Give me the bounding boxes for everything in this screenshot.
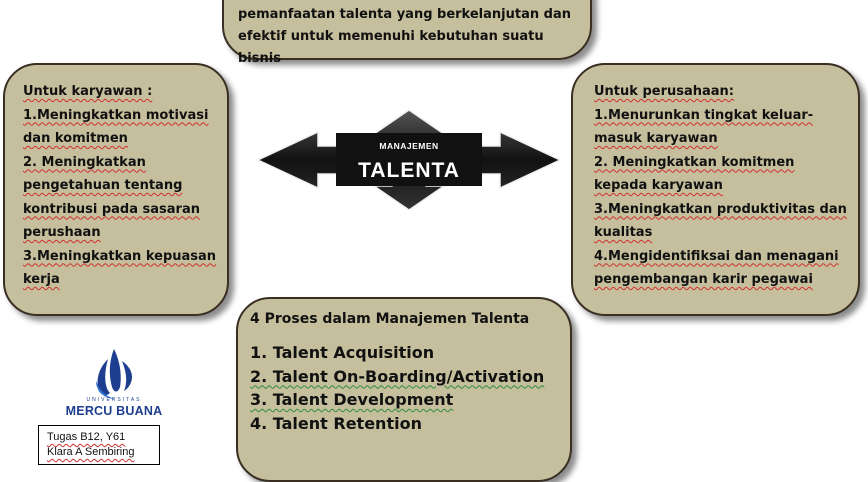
company-benefits-heading: Untuk perusahaan:	[594, 84, 735, 99]
process-item: 1. Talent Acquisition	[250, 343, 435, 362]
employee-benefits-heading: Untuk karyawan :	[23, 84, 153, 99]
process-item: 4. Talent Retention	[250, 413, 422, 433]
process-item: 2. Talent On-Boarding/Activation	[250, 366, 545, 386]
author-note-line-2: Klara A Sembiring	[47, 446, 135, 458]
mercu-buana-logo-icon	[96, 349, 132, 399]
manajemen-label: MANAJEMEN	[379, 141, 438, 151]
manajemen-talenta-arrow-shape: MANAJEMEN TALENTA	[256, 109, 562, 211]
definition-line-2: efektif untuk memenuhi kebutuhan suatu b…	[238, 29, 544, 66]
definition-line-1: pemanfaatan talenta yang berkelanjutan d…	[238, 7, 571, 22]
process-item: 3. Talent Development	[250, 390, 454, 409]
author-note-line-1: Tugas B12, Y61	[47, 431, 126, 443]
company-benefit-item: 4.Mengidentifiksai dan menagani pengemba…	[594, 248, 839, 288]
company-benefits-box: Untuk perusahaan: 1.Menurunkan tingkat k…	[571, 63, 860, 316]
talenta-label: TALENTA	[358, 159, 460, 182]
definition-box: pemanfaatan talenta yang berkelanjutan d…	[222, 0, 592, 66]
company-benefit-item: 3.Meningkatkan produktivitas dan kualita…	[594, 201, 847, 241]
employee-benefit-item: 1.Meningkatkan motivasi dan komitmen	[23, 107, 209, 147]
logo-subtitle: UNIVERSITAS	[86, 397, 142, 403]
company-benefit-item: 1.Menurunkan tingkat keluar-masuk karyaw…	[594, 107, 814, 147]
processes-title: 4 Proses dalam Manajemen Talenta	[250, 311, 530, 327]
employee-benefit-item: 2. Meningkatkan pengetahuan tentang kont…	[23, 154, 200, 241]
employee-benefits-box: Untuk karyawan : 1.Meningkatkan motivasi…	[3, 63, 229, 316]
author-note-box: Tugas B12, Y61 Klara A Sembiring	[38, 425, 160, 465]
logo-name: MERCU BUANA	[65, 404, 163, 418]
employee-benefit-item: 3.Meningkatkan kepuasan kerja	[23, 248, 217, 288]
company-benefit-item: 2. Meningkatkan komitmen kepada karyawan	[594, 154, 795, 194]
processes-box: 4 Proses dalam Manajemen Talenta 1. Tale…	[236, 297, 572, 482]
